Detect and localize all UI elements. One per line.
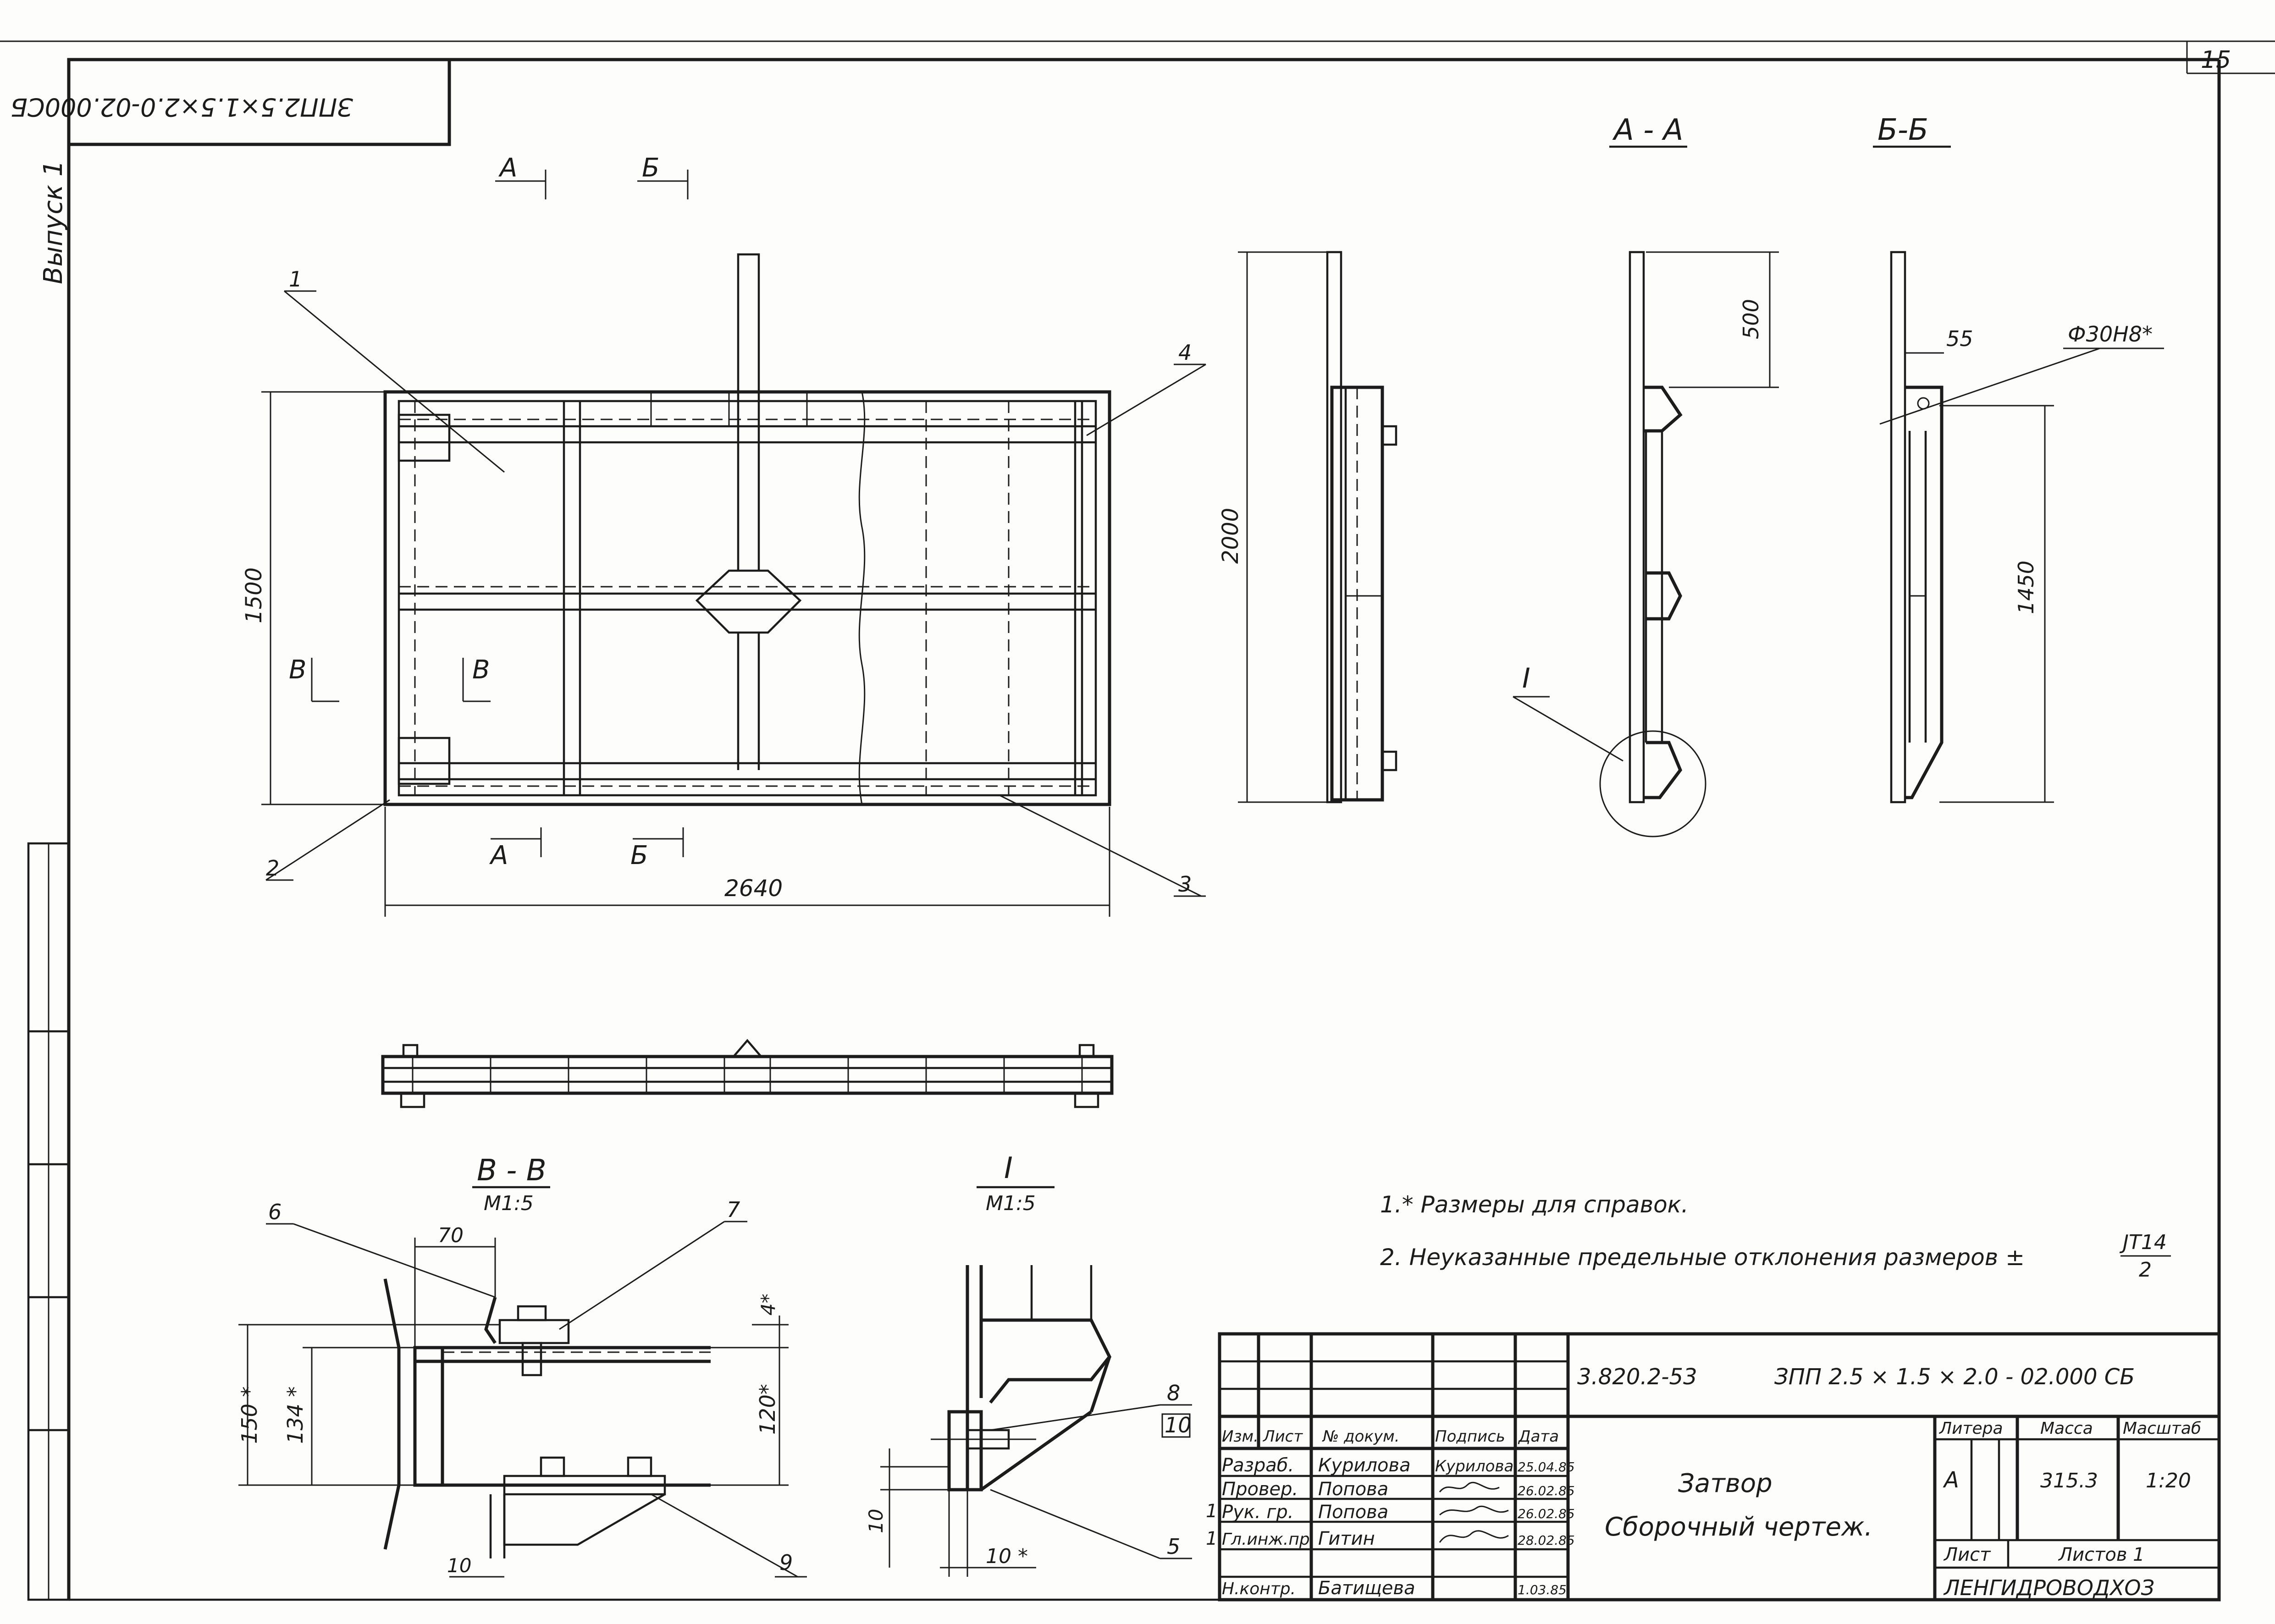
note-2-frac-top: JT14	[2119, 1231, 2167, 1254]
tb-litera: А	[1943, 1467, 1959, 1493]
tb-org: ЛЕНГИДРОВОДХОЗ	[1943, 1575, 2154, 1600]
detail-i-view	[880, 1265, 1192, 1577]
tb-scale-label: Масштаб	[2123, 1419, 2201, 1438]
leader-3: 3	[1178, 872, 1192, 897]
section-aa-dim-top: 500	[1739, 299, 1763, 339]
tb-row-role: Провер.	[1222, 1479, 1298, 1500]
leader-5: 5	[1167, 1534, 1180, 1559]
tb-name-1: Затвор	[1678, 1469, 1773, 1498]
tb-code-left: 3.820.2-53	[1577, 1364, 1697, 1390]
leader-9: 9	[779, 1550, 793, 1575]
section-vv-dim-70: 70	[438, 1224, 464, 1247]
tb-code-right: ЗПП 2.5 × 1.5 × 2.0 - 02.000 СБ	[1774, 1364, 2135, 1390]
section-vv-dim-4: 4*	[757, 1294, 779, 1316]
note-2: 2. Неуказанные предельные отклонения раз…	[1380, 1244, 2025, 1271]
tb-row-name: Попова	[1318, 1479, 1388, 1500]
plan-width-dim: 2640	[724, 875, 783, 902]
leader-10: 10	[1165, 1413, 1192, 1437]
section-aa-title: А - А	[1612, 113, 1683, 147]
detail-i-scale: М1:5	[986, 1192, 1036, 1215]
plan-dimensions	[261, 290, 1206, 917]
section-vv-dim-120: 120*	[755, 1384, 780, 1435]
tb-row-name: Попова	[1318, 1502, 1388, 1523]
tb-row-role: Рук. гр.	[1222, 1502, 1294, 1523]
section-a-top: А	[498, 153, 517, 183]
section-vv-view	[238, 1221, 807, 1578]
tb-row-name: Курилова	[1318, 1455, 1411, 1476]
tb-header-sign: Подпись	[1435, 1427, 1505, 1446]
tb-header-izm: Изм.	[1222, 1427, 1259, 1446]
tb-row-date: 26.02.85	[1518, 1506, 1575, 1521]
section-bb-title: Б-Б	[1877, 113, 1928, 147]
tb-header-date: Дата	[1518, 1427, 1559, 1446]
plan-height-dim: 1500	[241, 567, 267, 623]
section-vv-dim-10: 10	[447, 1554, 471, 1577]
sheet-frame	[0, 40, 2275, 1601]
section-bb-dim-height: 1450	[2014, 561, 2038, 614]
tb-rev-mark: 1	[1206, 1501, 1217, 1522]
section-vv-title: В - В	[477, 1154, 547, 1188]
note-2-frac-bottom: 2	[2139, 1258, 2152, 1282]
tb-row-sign: Курилова	[1435, 1457, 1513, 1475]
section-arrows	[311, 170, 689, 857]
section-a-bottom: А	[489, 841, 508, 870]
tb-sheets-label: Листов 1	[2058, 1544, 2145, 1565]
leader-4: 4	[1178, 340, 1192, 365]
section-aa-view	[1513, 251, 1779, 837]
tb-row-role: Н.контр.	[1222, 1580, 1296, 1598]
tb-header-doc: № докум.	[1322, 1427, 1400, 1446]
tb-row-date: 28.02.85	[1518, 1533, 1575, 1548]
signatures	[1439, 1481, 1509, 1543]
tb-row-role: Разраб.	[1222, 1455, 1294, 1476]
release-label: Выпуск 1	[39, 160, 68, 284]
tb-row-name: Гитин	[1318, 1528, 1375, 1549]
detail-i-marker: I	[1522, 662, 1530, 694]
section-b-bottom: Б	[630, 841, 648, 870]
side-height-dim: 2000	[1218, 508, 1243, 564]
tb-litera-label: Литера	[1938, 1419, 2003, 1438]
section-v-left: В	[289, 655, 306, 685]
section-b-top: Б	[642, 153, 659, 183]
tb-row-role: Гл.инж.пр	[1222, 1530, 1310, 1549]
section-vv-dim-150: 150 *	[237, 1387, 262, 1444]
section-vv-scale: М1:5	[484, 1192, 534, 1215]
tb-row-date: 26.02.85	[1518, 1483, 1575, 1498]
tb-sheet-label: Лист	[1943, 1544, 1991, 1565]
section-bb-dim-55: 55	[1946, 326, 1973, 351]
leader-8: 8	[1167, 1381, 1180, 1405]
leader-7: 7	[727, 1197, 740, 1222]
detail-i-dim-10v: 10	[865, 1509, 887, 1533]
tb-mass: 315.3	[2040, 1469, 2098, 1492]
detail-i-dim-10h: 10 *	[986, 1545, 1028, 1568]
title-block	[1218, 1332, 2221, 1602]
bottom-view	[381, 1039, 1114, 1108]
leader-6: 6	[268, 1200, 282, 1224]
leader-1: 1	[289, 267, 302, 292]
plan-view	[383, 253, 1111, 806]
tb-row-date: 1.03.85	[1518, 1582, 1567, 1597]
side-view	[1238, 251, 1397, 804]
sheet-number: 15	[2201, 46, 2231, 74]
note-1: 1.* Размеры для справок.	[1380, 1191, 1689, 1218]
tb-row-date: 25.04.85	[1518, 1459, 1575, 1475]
detail-i-title: I	[1004, 1151, 1013, 1185]
section-vv-dim-134: 134 *	[283, 1387, 308, 1444]
tb-mass-label: Масса	[2040, 1419, 2093, 1438]
section-v-right: В	[472, 655, 490, 685]
tb-scale: 1:20	[2146, 1469, 2191, 1492]
section-bb-view	[1879, 251, 2164, 804]
tb-header-list: Лист	[1262, 1427, 1303, 1446]
rotated-code: ЗПП2.5×1.5×2.0-02.000СБ	[11, 93, 353, 121]
section-bb-hole: Ф30Н8*	[2068, 322, 2153, 347]
tb-name-2: Сборочный чертеж.	[1605, 1512, 1872, 1542]
tb-rev-mark: 1	[1206, 1528, 1217, 1549]
tb-row-name: Батищева	[1318, 1578, 1415, 1599]
leader-2: 2	[266, 856, 279, 881]
